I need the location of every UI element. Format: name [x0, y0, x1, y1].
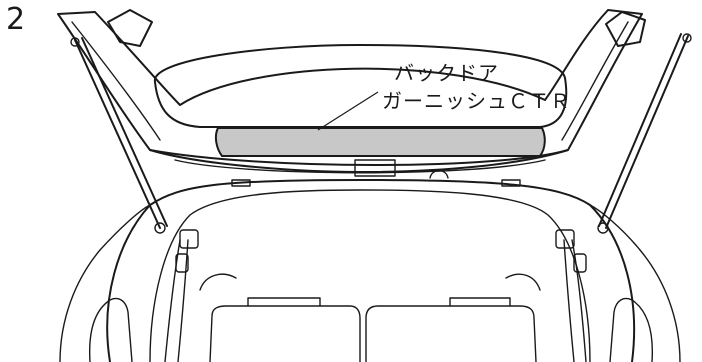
right-gas-strut — [605, 35, 689, 229]
callout-leader-line — [317, 91, 379, 131]
door-lower-edge — [149, 149, 569, 173]
latch-housing — [354, 159, 396, 177]
callout-line-2: ガーニッシュＣＴＲ — [382, 89, 571, 113]
left-quarter-light — [107, 9, 153, 47]
left-gas-strut — [74, 39, 161, 229]
right-quarter-light — [605, 11, 646, 47]
callout-line-1: バックドア — [394, 61, 499, 85]
step-number: 2 — [6, 2, 26, 37]
vehicle-body — [59, 179, 681, 362]
latch-striker — [429, 169, 449, 179]
rear-window — [153, 44, 568, 128]
back-door-outline — [57, 9, 643, 166]
back-door-garnish-ctr — [214, 127, 546, 157]
